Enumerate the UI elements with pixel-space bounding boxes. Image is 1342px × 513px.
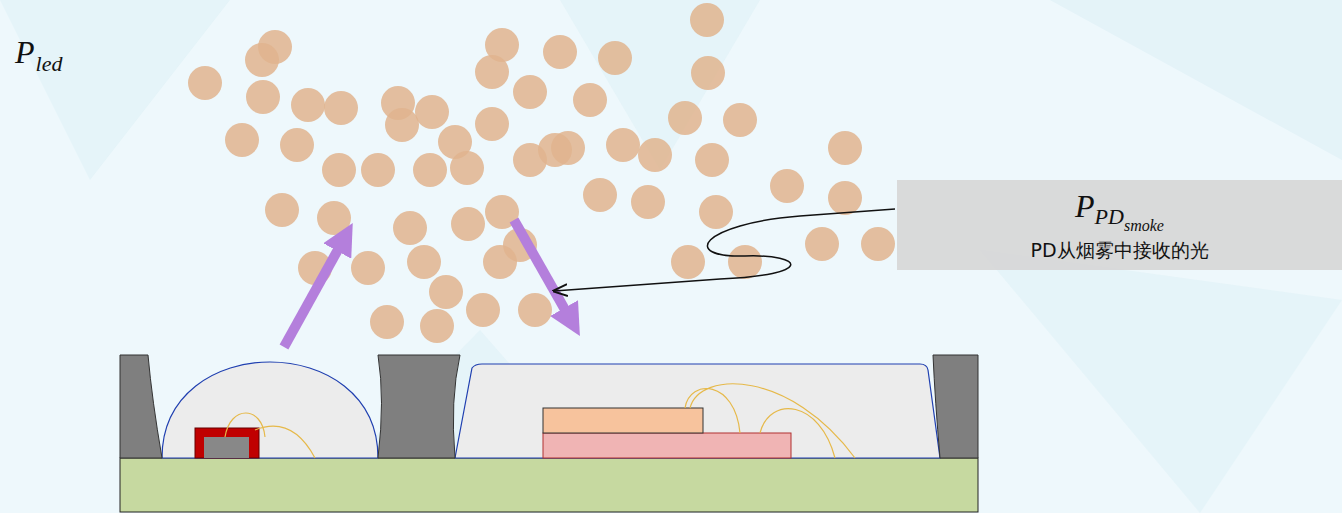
smoke-particle xyxy=(407,245,441,279)
housing-wall xyxy=(378,355,460,458)
smoke-particle xyxy=(265,193,299,227)
smoke-particle xyxy=(828,131,862,165)
smoke-particle xyxy=(324,91,358,125)
smoke-particle xyxy=(245,43,279,77)
smoke-particle xyxy=(598,41,632,75)
emitted-light-arrow xyxy=(284,237,345,347)
symbol-subscript: led xyxy=(36,51,63,76)
smoke-particle xyxy=(543,35,577,69)
smoke-particle xyxy=(413,153,447,187)
smoke-particle xyxy=(691,56,725,90)
smoke-particle xyxy=(466,293,500,327)
smoke-particle xyxy=(322,153,356,187)
smoke-particle xyxy=(538,133,572,167)
smoke-particle xyxy=(518,293,552,327)
smoke-particle xyxy=(828,181,862,215)
pd-chip xyxy=(543,408,703,433)
smoke-particle xyxy=(450,151,484,185)
smoke-particle xyxy=(770,169,804,203)
smoke-particle xyxy=(351,251,385,285)
smoke-particle xyxy=(671,245,705,279)
smoke-particle xyxy=(475,107,509,141)
smoke-particle xyxy=(393,211,427,245)
smoke-particle xyxy=(631,185,665,219)
callout-box: PPDsmokePD从烟雾中接收的光 xyxy=(897,180,1342,270)
smoke-particle xyxy=(695,143,729,177)
bond-wire xyxy=(225,413,315,458)
led-lens xyxy=(162,362,378,458)
smoke-particle xyxy=(225,123,259,157)
power-label: Pled xyxy=(15,34,62,71)
smoke-particle xyxy=(606,128,640,162)
smoke-particle xyxy=(690,3,724,37)
symbol-letter: P xyxy=(1075,188,1095,224)
smoke-particle xyxy=(475,55,509,89)
smoke-particle xyxy=(668,101,702,135)
smoke-particle xyxy=(728,245,762,279)
smoke-particle xyxy=(280,128,314,162)
smoke-particle xyxy=(861,227,895,261)
scattered-light-arrow xyxy=(514,220,572,322)
smoke-particle xyxy=(317,201,351,235)
led-chip xyxy=(195,428,259,458)
smoke-particle xyxy=(188,66,222,100)
housing-wall xyxy=(933,355,978,458)
smoke-particle xyxy=(699,195,733,229)
smoke-particle xyxy=(291,88,325,122)
smoke-particle xyxy=(451,207,485,241)
smoke-particle xyxy=(573,83,607,117)
smoke-particle xyxy=(420,309,454,343)
symbol-subsubscript: smoke xyxy=(1124,217,1164,234)
smoke-particle xyxy=(805,227,839,261)
smoke-particle xyxy=(415,95,449,129)
pd-encapsulant xyxy=(455,364,940,458)
smoke-particle xyxy=(385,108,419,142)
smoke-particle xyxy=(370,305,404,339)
smoke-particle xyxy=(513,75,547,109)
pd-asic xyxy=(543,433,791,458)
callout-heading: PPDsmoke xyxy=(905,186,1334,232)
smoke-particle xyxy=(361,153,395,187)
smoke-particle xyxy=(638,138,672,172)
housing-wall xyxy=(120,355,162,458)
smoke-particle xyxy=(483,245,517,279)
smoke-particle xyxy=(583,178,617,212)
substrate xyxy=(120,458,978,512)
smoke-particle xyxy=(246,80,280,114)
led-die xyxy=(204,437,249,458)
bond-wire xyxy=(685,384,855,458)
symbol-letter: P xyxy=(15,34,35,70)
smoke-particle xyxy=(723,103,757,137)
symbol-subscript: PD xyxy=(1095,204,1124,229)
leader-line xyxy=(554,209,895,291)
smoke-particles xyxy=(188,3,895,343)
callout-text: PD从烟雾中接收的光 xyxy=(905,238,1334,264)
smoke-particle xyxy=(429,275,463,309)
